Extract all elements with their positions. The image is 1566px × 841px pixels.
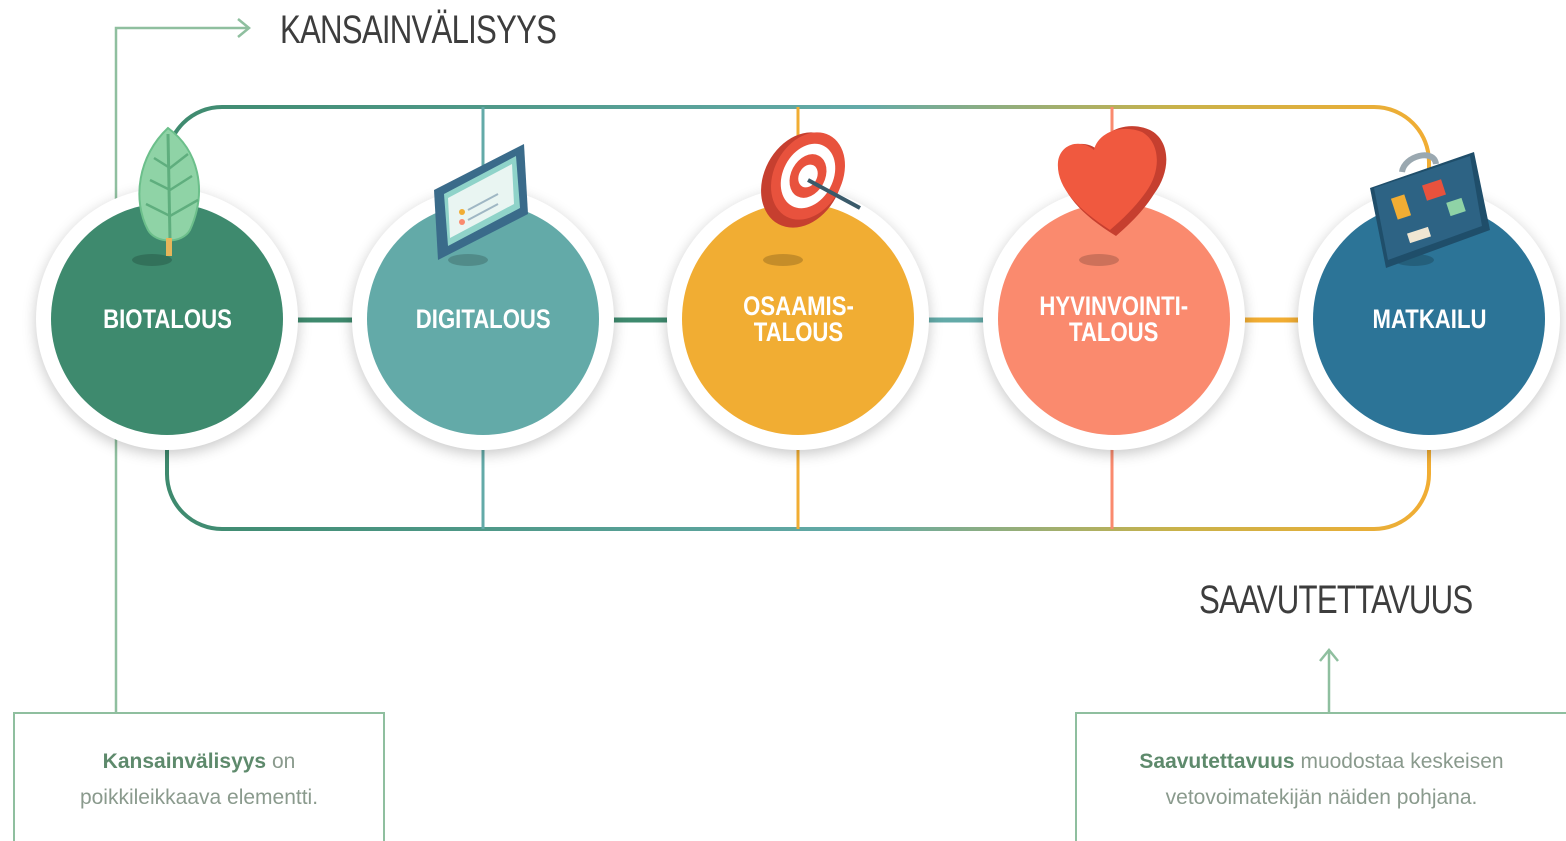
- node-osaamistalous: OSAAMIS- TALOUS: [667, 188, 929, 450]
- kansainvalisyys-arrowhead: [237, 18, 251, 38]
- note-text: on: [266, 750, 296, 773]
- node-label: OSAAMIS- TALOUS: [742, 291, 854, 347]
- node-disc: OSAAMIS- TALOUS: [682, 203, 914, 435]
- note-saavutettavuus: Saavutettavuus muodostaa keskeisen vetov…: [1075, 712, 1566, 841]
- leaf-icon: [138, 126, 200, 256]
- note-text: vetovoimatekijän näiden pohjana.: [1165, 786, 1478, 809]
- note-text: muodostaa keskeisen: [1294, 750, 1504, 773]
- node-matkailu: MATKAILU: [1298, 188, 1560, 450]
- node-label: BIOTALOUS: [102, 304, 232, 334]
- kansainvalisyys-heading: KANSAINVÄLISYYS: [280, 8, 557, 52]
- suitcase-icon: [1370, 152, 1490, 268]
- node-disc: HYVINVOINTI- TALOUS: [998, 203, 1230, 435]
- node-label: DIGITALOUS: [415, 304, 551, 334]
- node-label: HYVINVOINTI- TALOUS: [1039, 291, 1189, 347]
- saavutettavuus-arrowhead: [1319, 648, 1339, 662]
- node-label: MATKAILU: [1372, 304, 1486, 334]
- note-text: poikkileikkaava elementti.: [79, 786, 319, 809]
- note-bold: Kansainvälisyys: [102, 750, 267, 773]
- heart-icon: [1057, 126, 1167, 236]
- target-icon: [761, 132, 861, 228]
- note-bold: Saavutettavuus: [1139, 750, 1295, 773]
- node-hyvinvointitalous: HYVINVOINTI- TALOUS: [983, 188, 1245, 450]
- tablet-icon: [434, 144, 528, 260]
- note-kansainvalisyys: Kansainvälisyys on poikkileikkaava eleme…: [13, 712, 385, 841]
- node-disc: DIGITALOUS: [367, 203, 599, 435]
- kansainvalisyys-line: [114, 26, 248, 714]
- saavutettavuus-heading: SAAVUTETTAVUUS: [1199, 578, 1473, 622]
